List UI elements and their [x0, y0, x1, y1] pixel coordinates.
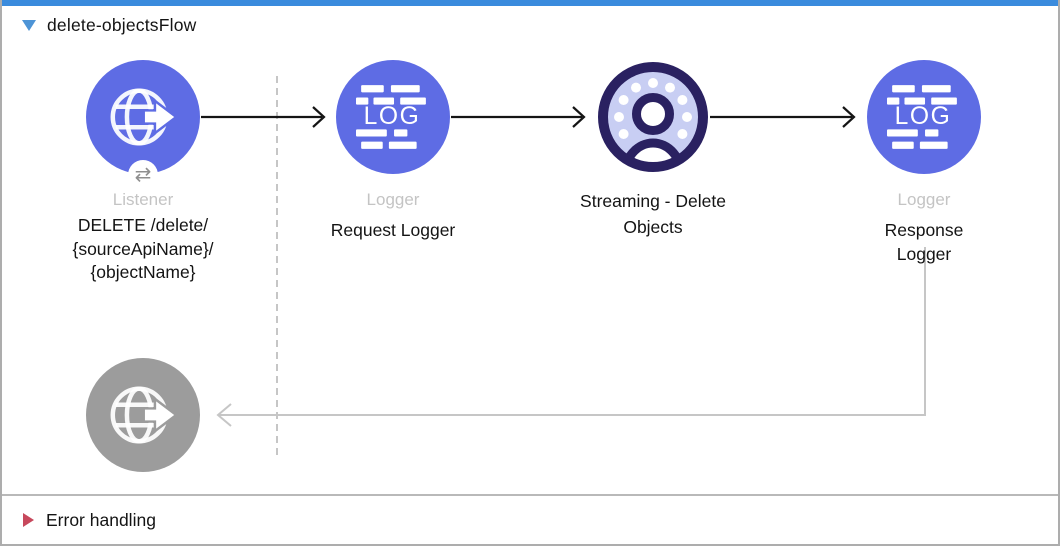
response-return-connector — [216, 247, 926, 427]
response-logger-type-label: Logger — [897, 190, 951, 209]
node-response-logger[interactable]: LOG — [867, 60, 981, 174]
collapse-flow-icon[interactable] — [22, 20, 36, 31]
globe-arrow-icon — [110, 88, 177, 146]
log-icon-text: LOG — [895, 103, 952, 130]
node-streaming-delete-objects[interactable] — [597, 61, 709, 178]
connector-arrow-request-logger-to-streaming — [451, 106, 586, 128]
expand-error-handling-icon[interactable] — [23, 513, 34, 527]
error-handling-label: Error handling — [46, 509, 156, 530]
exchange-badge: ⇄ — [128, 160, 158, 190]
http-listener-circle — [86, 60, 200, 174]
person-head-icon — [632, 93, 674, 135]
node-http-response[interactable] — [86, 358, 200, 472]
flow-reference-icon — [598, 62, 708, 172]
globe-arrow-icon — [110, 386, 177, 444]
listener-type-label: Listener — [112, 190, 174, 209]
flow-selection-highlight — [2, 0, 1058, 6]
log-icon-text: LOG — [364, 103, 421, 130]
streaming-name-label: Streaming - Delete Objects — [580, 191, 726, 237]
logger-icon: LOG — [356, 85, 426, 149]
http-response-circle — [86, 358, 200, 472]
connector-arrow-streaming-to-response-logger — [710, 106, 856, 128]
logger-icon: LOG — [887, 85, 957, 149]
response-logger-circle: LOG — [867, 60, 981, 174]
exchange-arrows-icon: ⇄ — [134, 164, 152, 186]
request-logger-name-label: Request Logger — [330, 220, 456, 240]
request-logger-type-label: Logger — [366, 190, 420, 209]
flow-title: delete-objectsFlow — [47, 15, 197, 35]
node-http-listener[interactable]: ⇄ — [86, 60, 200, 190]
request-logger-circle: LOG — [336, 60, 450, 174]
listener-name-label: DELETE /delete/ {sourceApiName}/ {object… — [72, 215, 214, 282]
error-handling-section[interactable]: Error handling — [2, 494, 1058, 544]
flow-header[interactable]: delete-objectsFlow — [22, 15, 197, 36]
node-request-logger[interactable]: LOG — [336, 60, 450, 174]
connector-arrow-listener-to-request-logger — [201, 106, 326, 128]
response-logger-name-label: Response Logger — [884, 220, 964, 264]
